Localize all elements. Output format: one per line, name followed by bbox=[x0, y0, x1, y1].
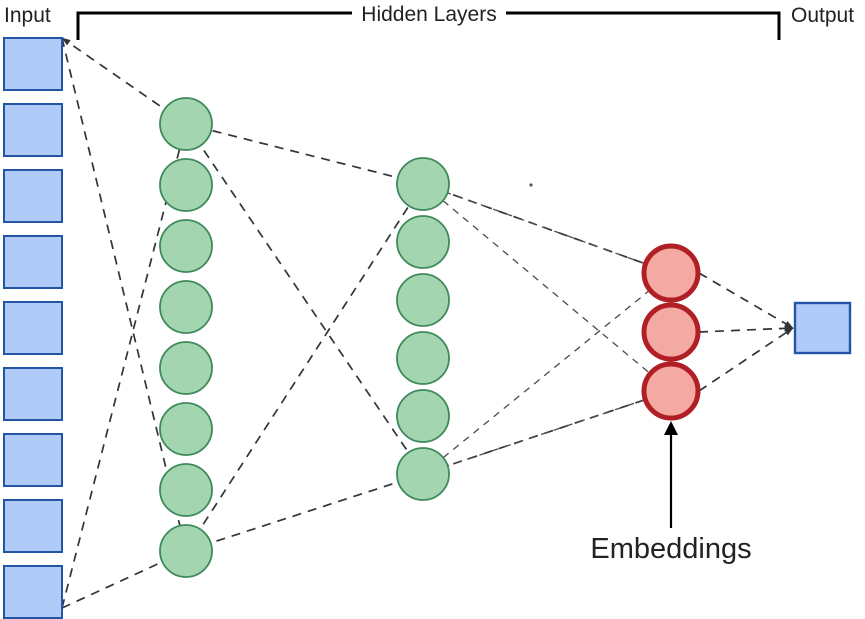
output-label: Output bbox=[791, 4, 854, 27]
hidden-node[interactable] bbox=[396, 215, 450, 269]
input-node[interactable] bbox=[3, 367, 63, 421]
stray-dot bbox=[529, 183, 533, 187]
hidden-node[interactable] bbox=[159, 402, 213, 456]
output-layer bbox=[793, 301, 852, 355]
edges-hidden1-to-hidden2 bbox=[185, 122, 424, 552]
embedding-node[interactable] bbox=[641, 302, 701, 362]
edge bbox=[698, 325, 794, 333]
hidden-layers-bracket bbox=[76, 11, 781, 40]
hidden-node[interactable] bbox=[159, 280, 213, 334]
edge bbox=[422, 272, 672, 475]
hidden-node[interactable] bbox=[159, 97, 213, 151]
hidden-node[interactable] bbox=[396, 331, 450, 385]
edges-hidden2-to-embeddings bbox=[422, 183, 672, 475]
edges-embeddings-to-output bbox=[698, 272, 794, 392]
edge bbox=[61, 37, 188, 552]
input-node[interactable] bbox=[3, 37, 63, 91]
hidden-node[interactable] bbox=[396, 273, 450, 327]
embedding-node[interactable] bbox=[641, 243, 701, 303]
edge bbox=[61, 123, 188, 609]
edge bbox=[698, 272, 794, 329]
edge bbox=[185, 183, 424, 552]
input-label: Input bbox=[4, 4, 51, 27]
hidden-node[interactable] bbox=[159, 219, 213, 273]
edge bbox=[422, 183, 672, 274]
hidden-layer-2 bbox=[396, 157, 450, 501]
input-node[interactable] bbox=[3, 235, 63, 289]
edge bbox=[185, 123, 424, 475]
bracket-right-tick bbox=[506, 11, 781, 40]
edge bbox=[422, 183, 672, 392]
hidden-node[interactable] bbox=[396, 447, 450, 501]
output-node[interactable] bbox=[793, 301, 852, 355]
input-node[interactable] bbox=[3, 103, 63, 157]
input-node[interactable] bbox=[3, 169, 63, 223]
hidden-node[interactable] bbox=[159, 524, 213, 578]
edge bbox=[422, 390, 672, 475]
bracket-left-tick bbox=[76, 11, 352, 40]
embedding-layer bbox=[641, 243, 701, 421]
input-node[interactable] bbox=[3, 433, 63, 487]
embeddings-label: Embeddings bbox=[590, 533, 751, 565]
embedding-node[interactable] bbox=[641, 361, 701, 421]
hidden-node[interactable] bbox=[159, 158, 213, 212]
input-node[interactable] bbox=[3, 301, 63, 355]
edge bbox=[698, 327, 794, 392]
hidden-layer-1 bbox=[159, 97, 213, 578]
edge bbox=[185, 122, 424, 185]
hidden-node[interactable] bbox=[396, 157, 450, 211]
hidden-node[interactable] bbox=[396, 389, 450, 443]
hidden-node[interactable] bbox=[159, 341, 213, 395]
hidden-layers-label: Hidden Layers bbox=[361, 3, 496, 26]
hidden-node[interactable] bbox=[159, 463, 213, 517]
input-layer bbox=[3, 37, 63, 619]
edge bbox=[185, 473, 424, 552]
input-node[interactable] bbox=[3, 565, 63, 619]
input-node[interactable] bbox=[3, 499, 63, 553]
